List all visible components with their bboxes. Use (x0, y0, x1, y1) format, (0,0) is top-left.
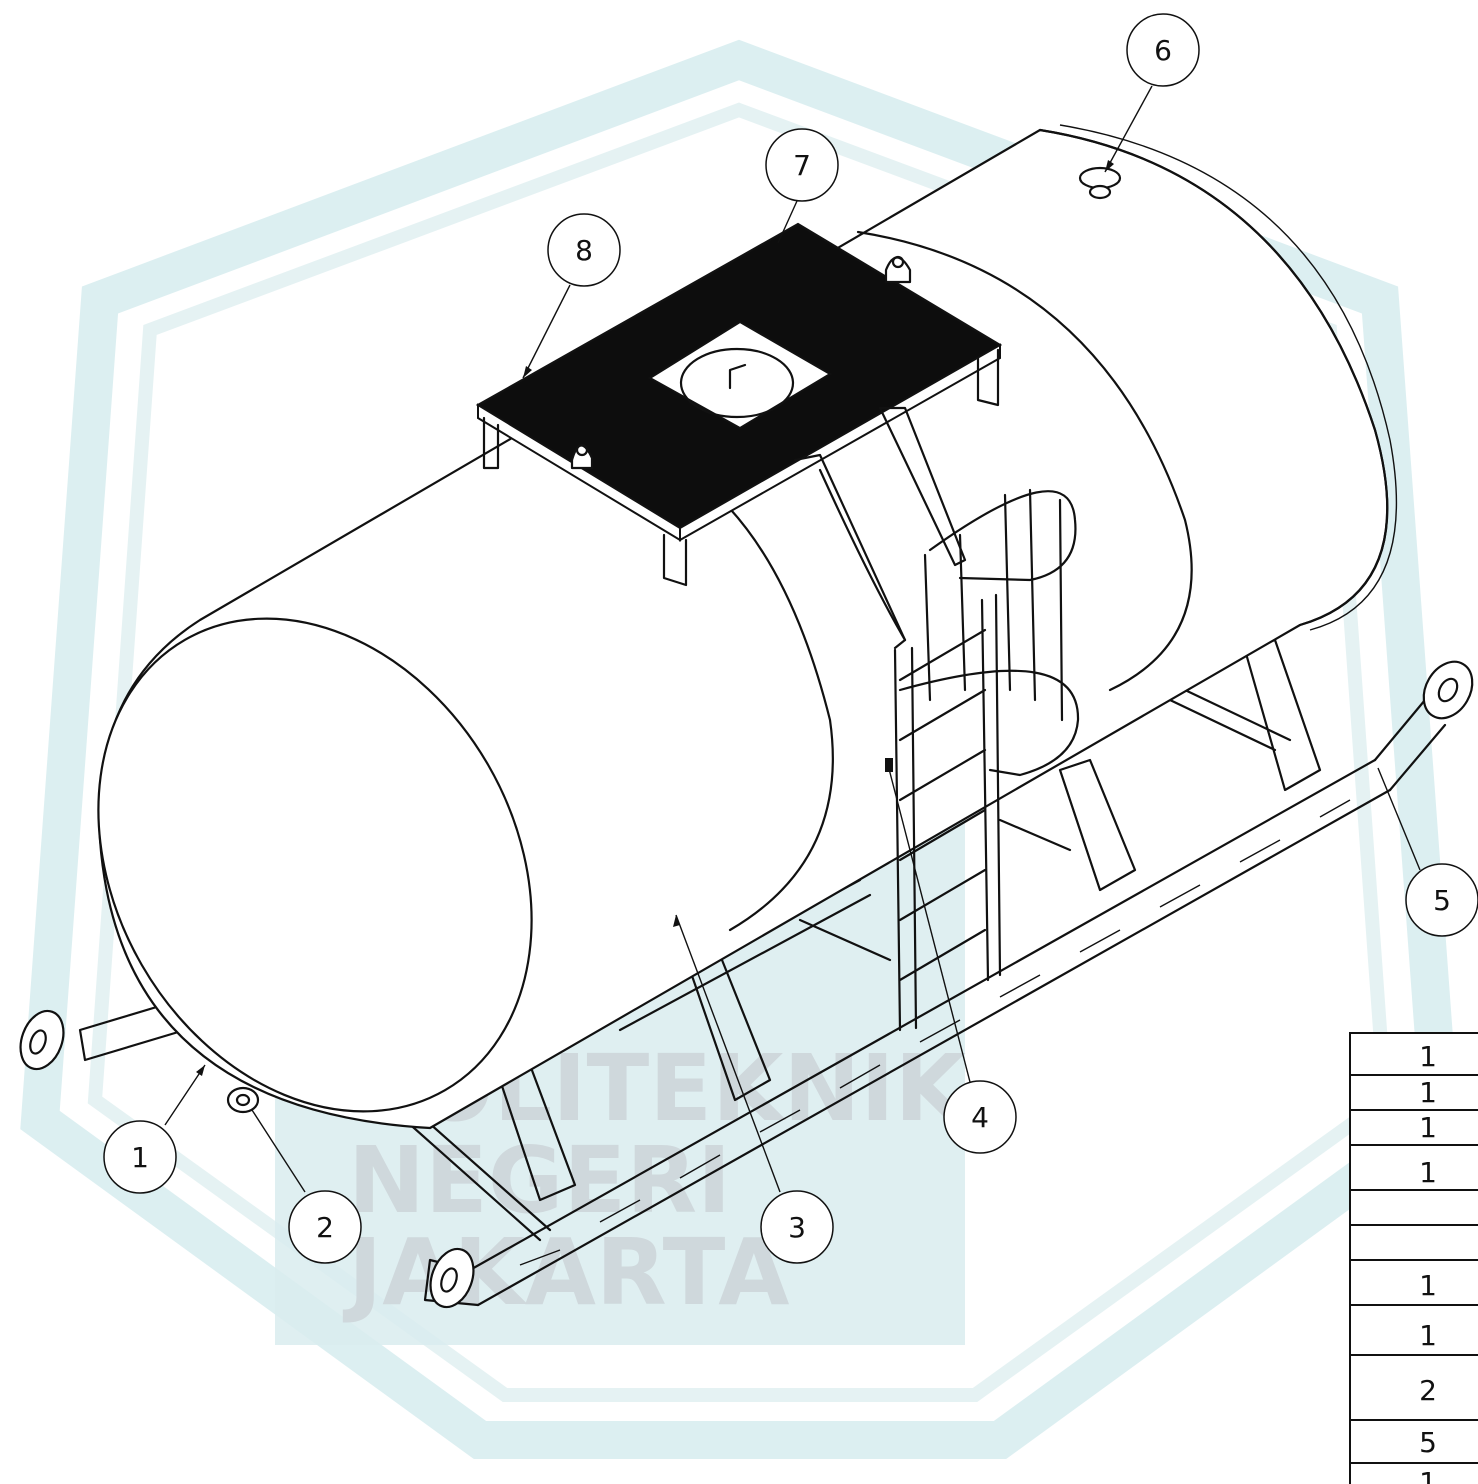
skid-base (19, 638, 1474, 1309)
watermark-line-2: NEGERI (348, 1127, 731, 1234)
balloon-1 (103, 1120, 177, 1194)
balloon-3-label: 3 (788, 1211, 806, 1244)
tank-body (97, 124, 1398, 1130)
bom-qty-row-9: 1 (1419, 1466, 1437, 1484)
balloon-4-label: 4 (971, 1101, 989, 1134)
bom-qty-row-5: 1 (1419, 1269, 1437, 1302)
balloon-6-label: 6 (1154, 34, 1172, 67)
balloon-7 (765, 128, 839, 202)
balloon-5 (1405, 863, 1478, 937)
bom-qty-row-2: 1 (1419, 1076, 1437, 1109)
balloon-8 (547, 213, 621, 287)
bom-table: 1 1 1 1 1 1 2 5 1 (1349, 1032, 1478, 1484)
ladder-cage (793, 406, 1080, 1032)
balloon-7-label: 7 (793, 149, 811, 182)
balloon-5-label: 5 (1433, 884, 1451, 917)
balloon-1-label: 1 (131, 1141, 149, 1174)
balloon-4 (943, 1080, 1017, 1154)
balloon-2 (288, 1190, 362, 1264)
balloon-3 (760, 1190, 834, 1264)
bom-qty-row-6: 1 (1419, 1319, 1437, 1352)
balloon-8-label: 8 (575, 234, 593, 267)
bom-qty-row-1: 1 (1419, 1040, 1437, 1073)
top-platform (475, 222, 1003, 587)
balloon-callouts: 1 2 3 4 5 6 7 8 (103, 13, 1478, 1264)
balloon-2-label: 2 (316, 1211, 334, 1244)
bom-qty-row-7: 2 (1419, 1374, 1437, 1407)
watermark-line-3: JAKARTA (342, 1219, 789, 1326)
balloon-6 (1126, 13, 1200, 87)
bom-qty-row-3: 1 (1419, 1111, 1437, 1144)
bom-qty-row-4: 1 (1419, 1156, 1437, 1189)
bom-qty-row-8: 5 (1419, 1426, 1437, 1459)
